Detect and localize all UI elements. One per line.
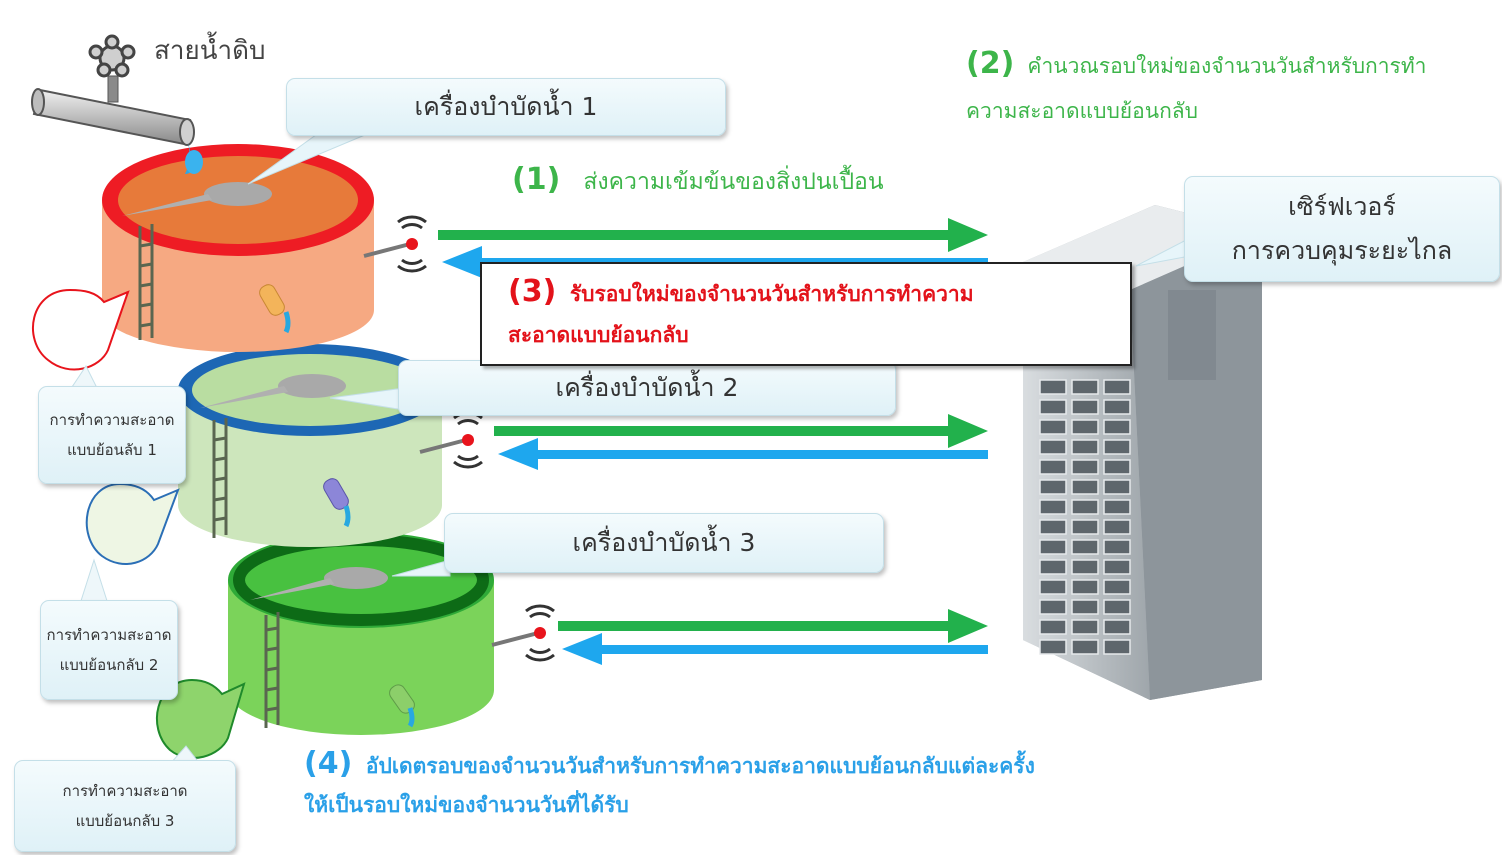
- drive-bay: [1039, 579, 1067, 595]
- drive-bay: [1039, 599, 1067, 615]
- step-2-number: (2): [966, 46, 1015, 81]
- drive-bay: [1103, 419, 1131, 435]
- drive-bay: [1071, 579, 1099, 595]
- backwash-bubble-1: [32, 288, 130, 371]
- drive-bay: [1071, 459, 1099, 475]
- drive-bay: [1071, 599, 1099, 615]
- drive-bay: [1103, 579, 1131, 595]
- drive-bay: [1071, 399, 1099, 415]
- callout-tail-backwash-2: [79, 558, 109, 605]
- sensor-signal-icon-1: [363, 215, 427, 273]
- step-4-label: (4) อัปเดตรอบของจำนวนวันสำหรับการทำความส…: [304, 746, 1035, 822]
- drive-bay: [1103, 599, 1131, 615]
- backwash-bubble-2: [85, 482, 180, 565]
- step-2-text-line2: ความสะอาดแบบย้อนกลับ: [966, 99, 1198, 123]
- drive-bay: [1039, 639, 1067, 655]
- drive-bay: [1039, 459, 1067, 475]
- drive-bay: [1103, 379, 1131, 395]
- drive-bay: [1071, 519, 1099, 535]
- drive-bay: [1039, 619, 1067, 635]
- ladder-icon: [212, 418, 228, 538]
- send-arrow-1: [438, 218, 988, 252]
- backwash-label-3: การทำความสะอาด แบบย้อนกลับ 3: [14, 760, 236, 852]
- ladder-icon: [138, 224, 154, 340]
- drive-bay: [1039, 379, 1067, 395]
- drive-bay: [1071, 499, 1099, 515]
- drive-bay: [1071, 419, 1099, 435]
- raw-water-pipe-icon: [31, 75, 203, 174]
- step-4-number: (4): [304, 746, 353, 781]
- sensor-signal-icon-3: [491, 604, 555, 662]
- backwash-label-1: การทำความสะอาด แบบย้อนลับ 1: [38, 386, 186, 484]
- step-1-number: (1): [512, 162, 561, 197]
- drive-bay: [1103, 519, 1131, 535]
- step-4-text-line1: อัปเดตรอบของจำนวนวันสำหรับการทำความสะอาด…: [365, 754, 1035, 778]
- server-drive-bays: [1039, 379, 1131, 655]
- send-arrow-2: [494, 414, 988, 448]
- drive-bay: [1103, 559, 1131, 575]
- drive-bay: [1071, 439, 1099, 455]
- backwash-bubble-3: [155, 678, 246, 759]
- drive-bay: [1103, 459, 1131, 475]
- water-tank-2: [178, 344, 442, 547]
- drive-bay: [1071, 559, 1099, 575]
- step-3-text-line2: สะอาดแบบย้อนกลับ: [508, 323, 689, 347]
- send-arrow-3: [558, 609, 988, 643]
- step-1-label: (1) ส่งความเข้มข้นของสิ่งปนเปื้อน: [512, 162, 884, 200]
- drive-bay: [1039, 499, 1067, 515]
- water-tank-1: [102, 144, 374, 352]
- step-3-number: (3): [508, 274, 557, 309]
- receive-arrow-2: [498, 438, 988, 470]
- ladder-icon: [264, 612, 280, 728]
- drive-bay: [1103, 619, 1131, 635]
- drive-bay: [1103, 479, 1131, 495]
- drive-bay: [1071, 619, 1099, 635]
- drive-bay: [1071, 479, 1099, 495]
- drive-bay: [1039, 419, 1067, 435]
- backwash-label-2: การทำความสะอาด แบบย้อนกลับ 2: [40, 600, 178, 700]
- drive-bay: [1071, 539, 1099, 555]
- drive-bay: [1039, 519, 1067, 535]
- drive-bay: [1103, 439, 1131, 455]
- step-4-text-line2: ให้เป็นรอบใหม่ของจำนวนวันที่ได้รับ: [304, 793, 629, 817]
- step-2-label: (2) คำนวณรอบใหม่ของจำนวนวันสำหรับการทำ ค…: [966, 46, 1426, 128]
- drive-bay: [1103, 639, 1131, 655]
- tank-3-label: เครื่องบำบัดน้ำ 3: [444, 513, 884, 573]
- server-label: เซิร์ฟเวอร์ การควบคุมระยะไกล: [1184, 176, 1500, 282]
- drive-bay: [1103, 399, 1131, 415]
- valve-wheel-icon: [88, 34, 136, 78]
- step-2-text-line1: คำนวณรอบใหม่ของจำนวนวันสำหรับการทำ: [1027, 54, 1427, 78]
- drive-bay: [1071, 639, 1099, 655]
- drive-bay: [1103, 539, 1131, 555]
- step-1-text: ส่งความเข้มข้นของสิ่งปนเปื้อน: [583, 169, 884, 195]
- drive-bay: [1039, 559, 1067, 575]
- step-3-text-line1: รับรอบใหม่ของจำนวนวันสำหรับการทำความ: [569, 282, 974, 306]
- raw-water-label: สายน้ำดิบ: [154, 36, 266, 66]
- drive-bay: [1039, 439, 1067, 455]
- drive-bay: [1071, 379, 1099, 395]
- drive-bay: [1103, 499, 1131, 515]
- tank-2-label: เครื่องบำบัดน้ำ 2: [398, 360, 896, 416]
- drive-bay: [1039, 399, 1067, 415]
- drive-bay: [1039, 479, 1067, 495]
- receive-arrow-3: [562, 633, 988, 665]
- tank-1-label: เครื่องบำบัดน้ำ 1: [286, 78, 726, 136]
- step-3-box: (3) รับรอบใหม่ของจำนวนวันสำหรับการทำความ…: [480, 262, 1132, 366]
- drive-bay: [1039, 539, 1067, 555]
